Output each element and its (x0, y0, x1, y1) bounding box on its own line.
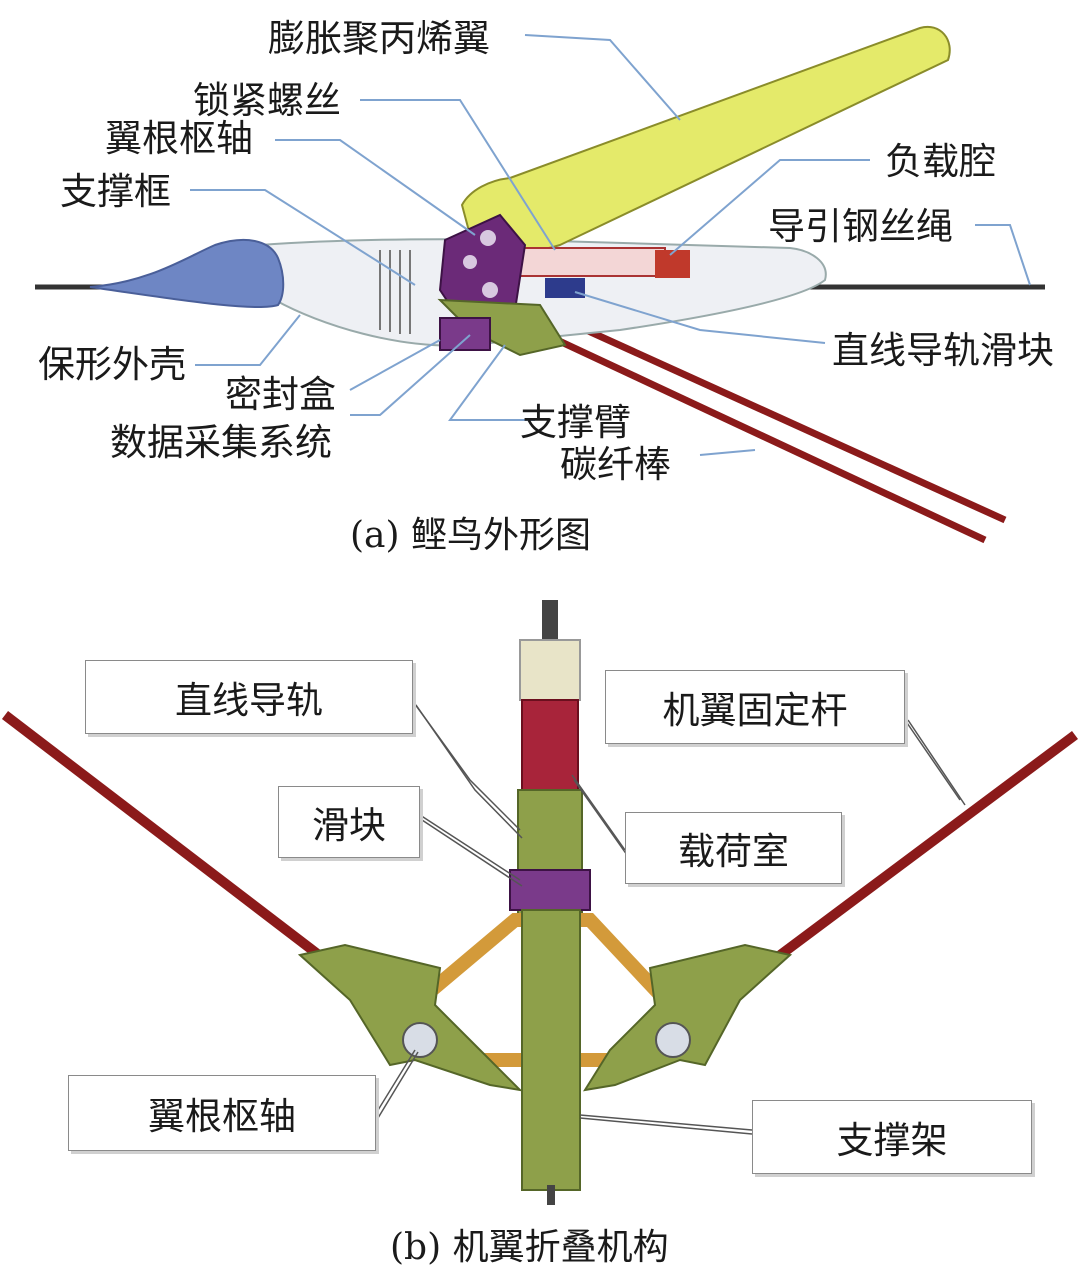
label-payload-cavity: 负载腔 (885, 140, 996, 183)
body-ribs (379, 250, 411, 334)
caption-b: (b) 机翼折叠机构 (390, 1227, 669, 1268)
payload-room (521, 699, 579, 796)
label-support-arm: 支撑臂 (520, 401, 631, 444)
carbon-rod-1 (518, 296, 1007, 524)
pivot-hole-1 (480, 230, 496, 246)
label-linear-rail: 直线导轨 (85, 660, 413, 734)
label-linear-slider: 直线导轨滑块 (832, 329, 1054, 372)
left-pivot-bolt (402, 1022, 438, 1058)
caption-a: (a) 鲣鸟外形图 (350, 515, 591, 556)
seal-box (439, 317, 491, 351)
top-rail (542, 600, 558, 645)
label-guide-wire: 导引钢丝绳 (768, 205, 953, 248)
label-seal-box: 密封盒 (225, 373, 336, 416)
label-wing-fix-rod: 机翼固定杆 (605, 670, 905, 744)
pivot-hole-3 (482, 282, 498, 298)
payload-cavity (514, 247, 666, 277)
label-wing-root-pivot-a: 翼根枢轴 (105, 117, 253, 160)
label-support-stand: 支撑架 (752, 1100, 1032, 1174)
pivot-hole-2 (463, 255, 477, 269)
right-pivot-bolt (655, 1022, 691, 1058)
support-stand (521, 909, 581, 1191)
panel-a-drawing (35, 25, 1045, 544)
left-root-bracket (297, 943, 523, 1092)
panel-a-leaders (190, 34, 1031, 456)
label-lock-screw: 锁紧螺丝 (193, 79, 341, 122)
wing-fix-rod-left (1, 711, 349, 979)
slider-block (545, 278, 585, 298)
wing-fix-rod-right (737, 730, 1078, 990)
right-root-bracket (582, 943, 793, 1092)
label-carbon-rod: 碳纤棒 (560, 443, 671, 486)
label-wing-epp: 膨胀聚丙烯翼 (268, 17, 490, 60)
upper-housing (519, 639, 581, 701)
label-shell: 保形外壳 (38, 343, 186, 386)
slider-ring (509, 869, 591, 911)
label-payload-room: 载荷室 (625, 812, 842, 884)
label-daq: 数据采集系统 (110, 421, 332, 464)
label-wing-root-pivot-b: 翼根枢轴 (68, 1075, 376, 1151)
payload-red-block (655, 250, 690, 278)
nose-cone (89, 238, 285, 309)
panel-b-drawing (1, 600, 1078, 1205)
panel-b-leaders (374, 699, 966, 1135)
label-support-frame-a: 支撑框 (60, 170, 171, 213)
label-slider: 滑块 (278, 786, 420, 858)
carbon-rod-2 (508, 314, 987, 544)
